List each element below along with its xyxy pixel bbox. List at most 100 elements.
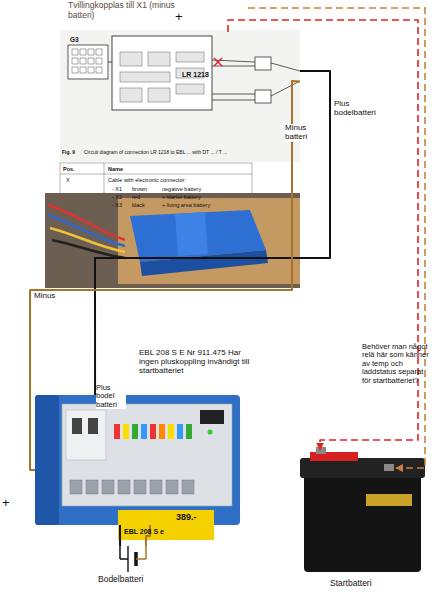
cut-stroke <box>214 58 222 66</box>
ebl-casing <box>35 395 240 525</box>
minus-wire <box>30 81 300 470</box>
pin <box>88 58 94 64</box>
cable-set <box>212 57 300 103</box>
table-cell: X <box>66 177 70 183</box>
note-text: Tvillingkopplas till X1 (minus batteri) <box>68 1 180 20</box>
cable-connector <box>255 90 271 103</box>
cell-lead <box>120 558 128 560</box>
photo-wire <box>48 205 125 240</box>
regulator-circuit-figure: LR 1218 <box>60 32 300 162</box>
wire-label: Minus batteri <box>285 124 325 142</box>
table-rule <box>60 174 252 175</box>
wire-label: Plus bodel batteri <box>96 384 126 409</box>
terminal <box>86 480 98 494</box>
cell-plate-long <box>127 546 128 572</box>
fuse <box>177 424 183 439</box>
pin <box>96 49 102 55</box>
cell-lead <box>145 546 147 559</box>
figure-number: Fig. 9 <box>62 150 75 156</box>
cable <box>212 66 255 67</box>
terminal <box>102 480 114 494</box>
cut-stroke <box>214 58 222 66</box>
terminal <box>182 480 194 494</box>
table-cell: + living area battery <box>162 202 210 208</box>
module-part <box>148 52 170 66</box>
figure-caption: Circuit diagram of connection LR 1218 to… <box>84 150 284 156</box>
terminal <box>70 480 82 494</box>
pin <box>96 67 102 73</box>
module-outline <box>112 36 212 110</box>
terminal <box>166 480 178 494</box>
table-cell: brown <box>132 186 147 192</box>
ebl-side <box>35 395 59 525</box>
charger-unit: EBL 208 S E Nr 911.475 Har ingen pluskop… <box>35 395 240 525</box>
terminal <box>118 480 130 494</box>
terminal <box>150 480 162 494</box>
cut-mark <box>214 58 222 66</box>
table-cell: + starter battery <box>162 194 201 200</box>
fuse <box>114 424 120 439</box>
ebl-led <box>208 430 213 435</box>
pin <box>72 58 78 64</box>
photo-wire <box>52 240 125 258</box>
terminal-row <box>70 480 194 494</box>
table-cell: black <box>132 202 145 208</box>
fuse <box>141 424 147 439</box>
battery-brand-plate <box>366 494 412 506</box>
battery-body <box>304 472 421 572</box>
price-label: 389.- <box>176 512 197 522</box>
living-battery: Bodelbatteri <box>116 546 150 572</box>
cable <box>271 63 300 71</box>
starter-plus-wire <box>228 20 418 450</box>
fuse <box>168 424 174 439</box>
module-part <box>148 88 170 102</box>
twin-link-wire <box>248 8 425 468</box>
g3-connector <box>68 45 108 79</box>
photo-wires <box>48 205 125 258</box>
pin <box>80 49 86 55</box>
node-text: EBL 208 S E Nr 911.475 Har ingen pluskop… <box>139 349 251 376</box>
cable <box>271 81 300 96</box>
question-note: Behöver man något relä här som känner av… <box>362 343 430 385</box>
module-part <box>120 72 170 82</box>
pin <box>72 67 78 73</box>
terminal <box>134 480 146 494</box>
cell-lead <box>136 558 146 560</box>
plus-wire <box>119 525 121 546</box>
module-part <box>120 88 142 102</box>
fuse <box>150 424 156 439</box>
photo-frame <box>45 193 300 288</box>
battery-terminal <box>384 464 394 471</box>
polarity-sign: + <box>175 10 183 25</box>
pin <box>80 58 86 64</box>
wood-surface <box>118 198 300 284</box>
price-tag <box>118 510 214 540</box>
ebl-front-panel <box>62 404 232 506</box>
table-cell: negative battery <box>162 186 201 192</box>
cable <box>212 100 255 101</box>
ebl-switch-area <box>66 410 106 460</box>
cable <box>212 94 255 95</box>
battery-terminal <box>316 447 326 454</box>
ebl-switch <box>88 418 98 434</box>
pin <box>88 67 94 73</box>
node-text: Bodelbatteri <box>98 575 143 585</box>
table-cell: - X2 <box>112 194 122 200</box>
table-header: Pos. <box>63 166 75 172</box>
pin <box>72 49 78 55</box>
module-part <box>120 52 142 66</box>
part-name: G3 <box>70 36 79 43</box>
ebl-switch <box>72 418 82 434</box>
pin <box>96 58 102 64</box>
regulator-ridge <box>175 212 208 256</box>
table-cell: - X1 <box>112 186 122 192</box>
cell-lead <box>119 546 121 559</box>
fuse <box>186 424 192 439</box>
module-part <box>176 52 204 62</box>
node-text: Startbatteri <box>330 579 372 589</box>
fuse <box>123 424 129 439</box>
table-cell: Cable with electronic connector: <box>108 177 186 183</box>
